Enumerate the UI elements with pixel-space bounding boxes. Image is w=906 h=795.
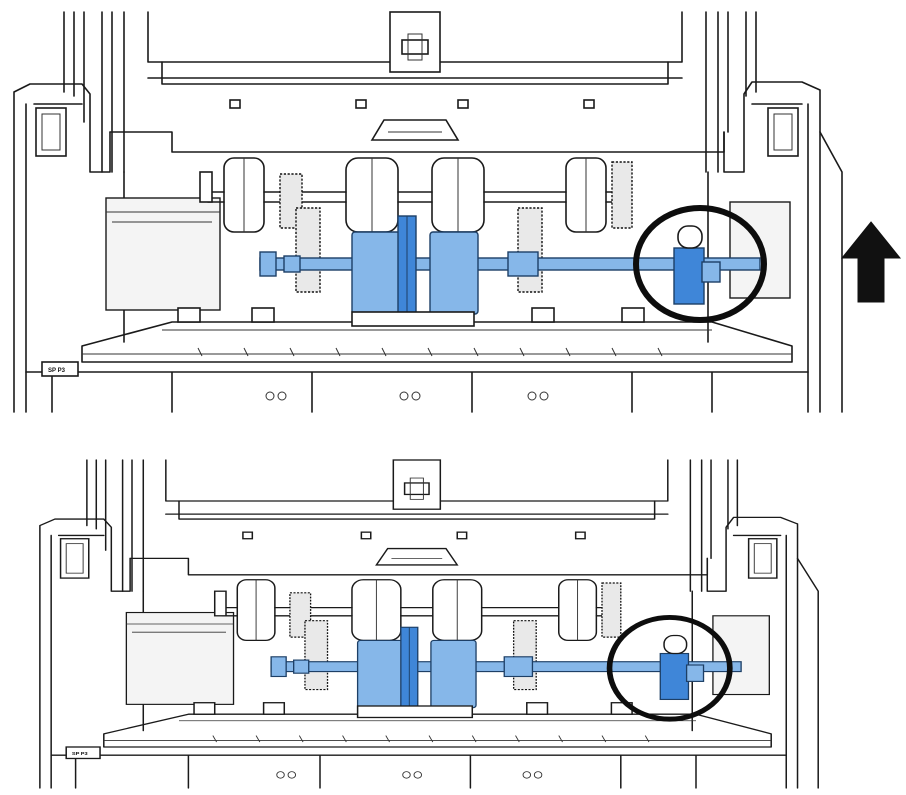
panel-top: SP P3 <box>13 11 843 413</box>
panel-bottom-label: SP P3 <box>72 751 88 757</box>
arrow-up-icon <box>840 221 902 303</box>
panel-bottom: SP P3 <box>39 459 819 789</box>
panel-top-label: SP P3 <box>48 368 66 374</box>
highlight-circle <box>606 614 733 722</box>
highlight-circle <box>633 205 767 323</box>
